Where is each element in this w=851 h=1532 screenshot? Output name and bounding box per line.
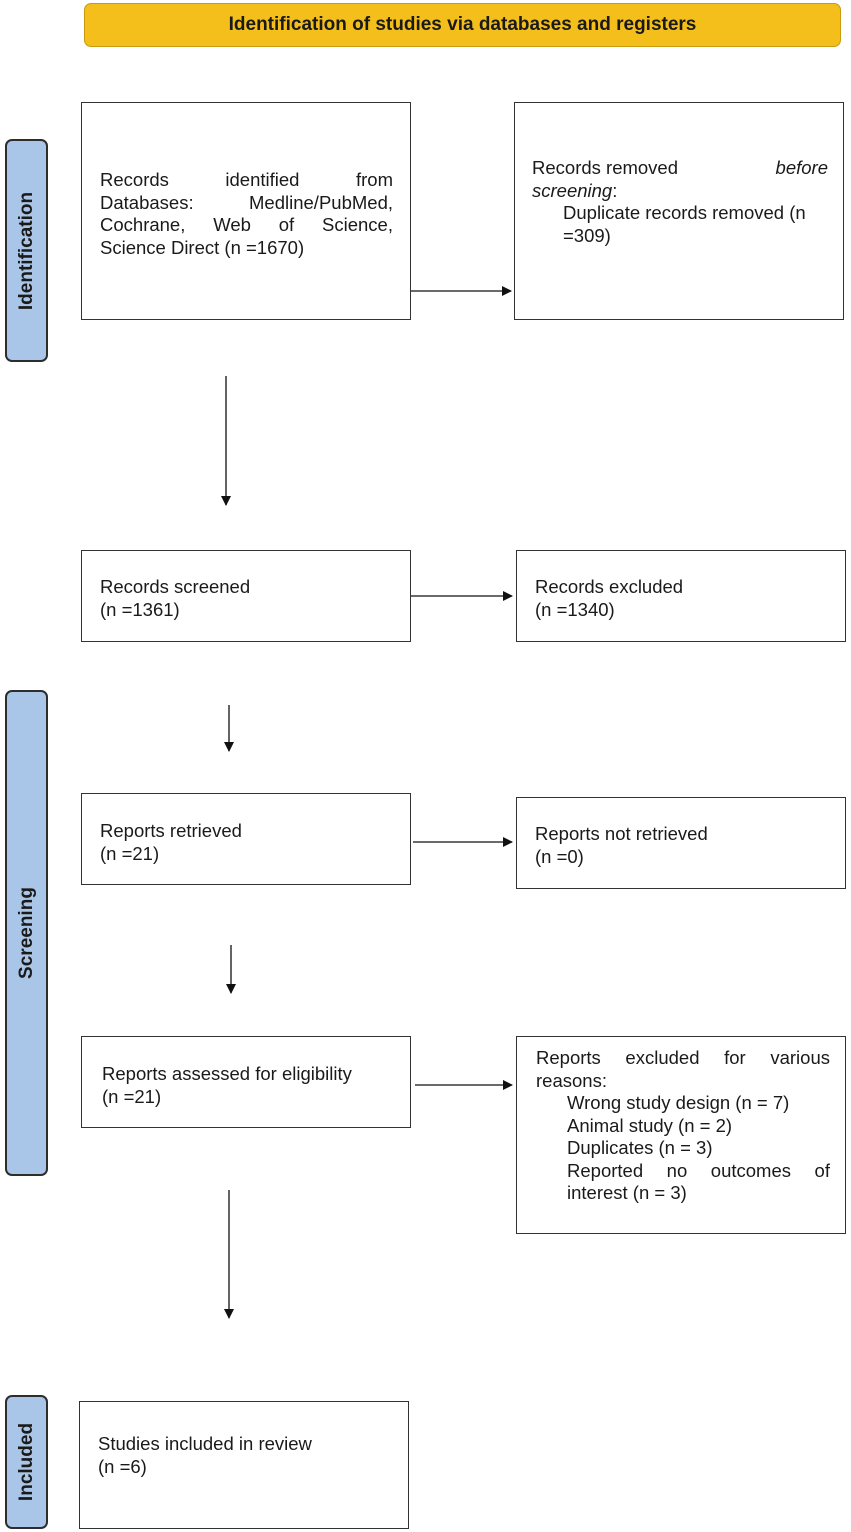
records-removed-before: before xyxy=(775,157,828,178)
studies-included-box: Studies included in review (n =6) xyxy=(79,1401,409,1529)
records-removed-box: Records removed before screening: Duplic… xyxy=(514,102,844,320)
reports-assessed-text: Reports assessed for eligibility (n =21) xyxy=(102,1063,352,1108)
reports-assessed-label: Reports assessed for eligibility xyxy=(102,1063,352,1084)
records-screened-text: Records screened (n =1361) xyxy=(100,576,250,621)
reports-excluded-box: Reports excluded for various reasons: Wr… xyxy=(516,1036,846,1234)
stage-included: Included xyxy=(5,1395,48,1529)
records-removed-line: screening: xyxy=(532,180,828,203)
reports-excluded-line: reasons: xyxy=(536,1069,607,1091)
reports-assessed-box: Reports assessed for eligibility (n =21) xyxy=(81,1036,411,1128)
records-excluded-label: Records excluded xyxy=(535,576,684,597)
reports-not-retrieved-count: (n =0) xyxy=(535,845,584,867)
duplicates-removed-line: Duplicate records removed (n xyxy=(563,202,806,223)
reports-retrieved-box: Reports retrieved (n =21) xyxy=(81,793,411,885)
records-removed-screening: screening xyxy=(532,179,613,201)
reports-not-retrieved-box: Reports not retrieved (n =0) xyxy=(516,797,846,889)
reports-retrieved-text: Reports retrieved (n =21) xyxy=(100,820,242,865)
records-identified-line: Databases: Medline/PubMed, xyxy=(100,191,393,213)
stage-identification: Identification xyxy=(5,139,48,362)
reports-not-retrieved-label: Reports not retrieved xyxy=(535,823,708,844)
studies-included-text: Studies included in review (n =6) xyxy=(98,1433,312,1478)
records-identified-line: Records identified from xyxy=(100,169,393,190)
stage-screening: Screening xyxy=(5,690,48,1176)
duplicates-removed-count: =309) xyxy=(563,224,611,246)
reports-excluded-line: Reports excluded for various xyxy=(536,1047,830,1068)
records-removed-line: Records removed before xyxy=(532,157,828,180)
records-screened-label: Records screened xyxy=(100,576,251,597)
records-removed-text: Records removed before screening: Duplic… xyxy=(532,157,828,247)
records-removed-label: Records removed xyxy=(532,157,679,178)
records-excluded-box: Records excluded (n =1340) xyxy=(516,550,846,642)
records-identified-text: Records identified from Databases: Medli… xyxy=(100,169,393,259)
studies-included-label: Studies included in review xyxy=(98,1433,312,1454)
reports-excluded-text: Reports excluded for various reasons: Wr… xyxy=(536,1047,830,1205)
records-identified-box: Records identified from Databases: Medli… xyxy=(81,102,411,320)
exclusion-reason: Reported no outcomes of xyxy=(567,1159,830,1181)
reports-retrieved-label: Reports retrieved xyxy=(100,820,242,841)
records-excluded-text: Records excluded (n =1340) xyxy=(535,576,683,621)
records-removed-colon: : xyxy=(612,179,618,201)
records-identified-line: Cochrane, Web of Science, xyxy=(100,214,393,235)
reports-not-retrieved-text: Reports not retrieved (n =0) xyxy=(535,823,708,868)
records-screened-box: Records screened (n =1361) xyxy=(81,550,411,642)
studies-included-count: (n =6) xyxy=(98,1455,147,1477)
exclusion-reason: interest (n = 3) xyxy=(567,1182,687,1203)
exclusion-reason: Wrong study design (n = 7) xyxy=(567,1092,790,1113)
exclusion-reason: Animal study (n = 2) xyxy=(567,1114,733,1136)
reports-retrieved-count: (n =21) xyxy=(100,842,160,864)
reports-assessed-count: (n =21) xyxy=(102,1085,162,1107)
records-identified-line: Science Direct (n =1670) xyxy=(100,236,305,258)
header-banner: Identification of studies via databases … xyxy=(84,3,841,47)
records-screened-count: (n =1361) xyxy=(100,598,180,620)
records-excluded-count: (n =1340) xyxy=(535,598,615,620)
exclusion-reason: Duplicates (n = 3) xyxy=(567,1137,713,1158)
header-title: Identification of studies via databases … xyxy=(228,14,697,35)
